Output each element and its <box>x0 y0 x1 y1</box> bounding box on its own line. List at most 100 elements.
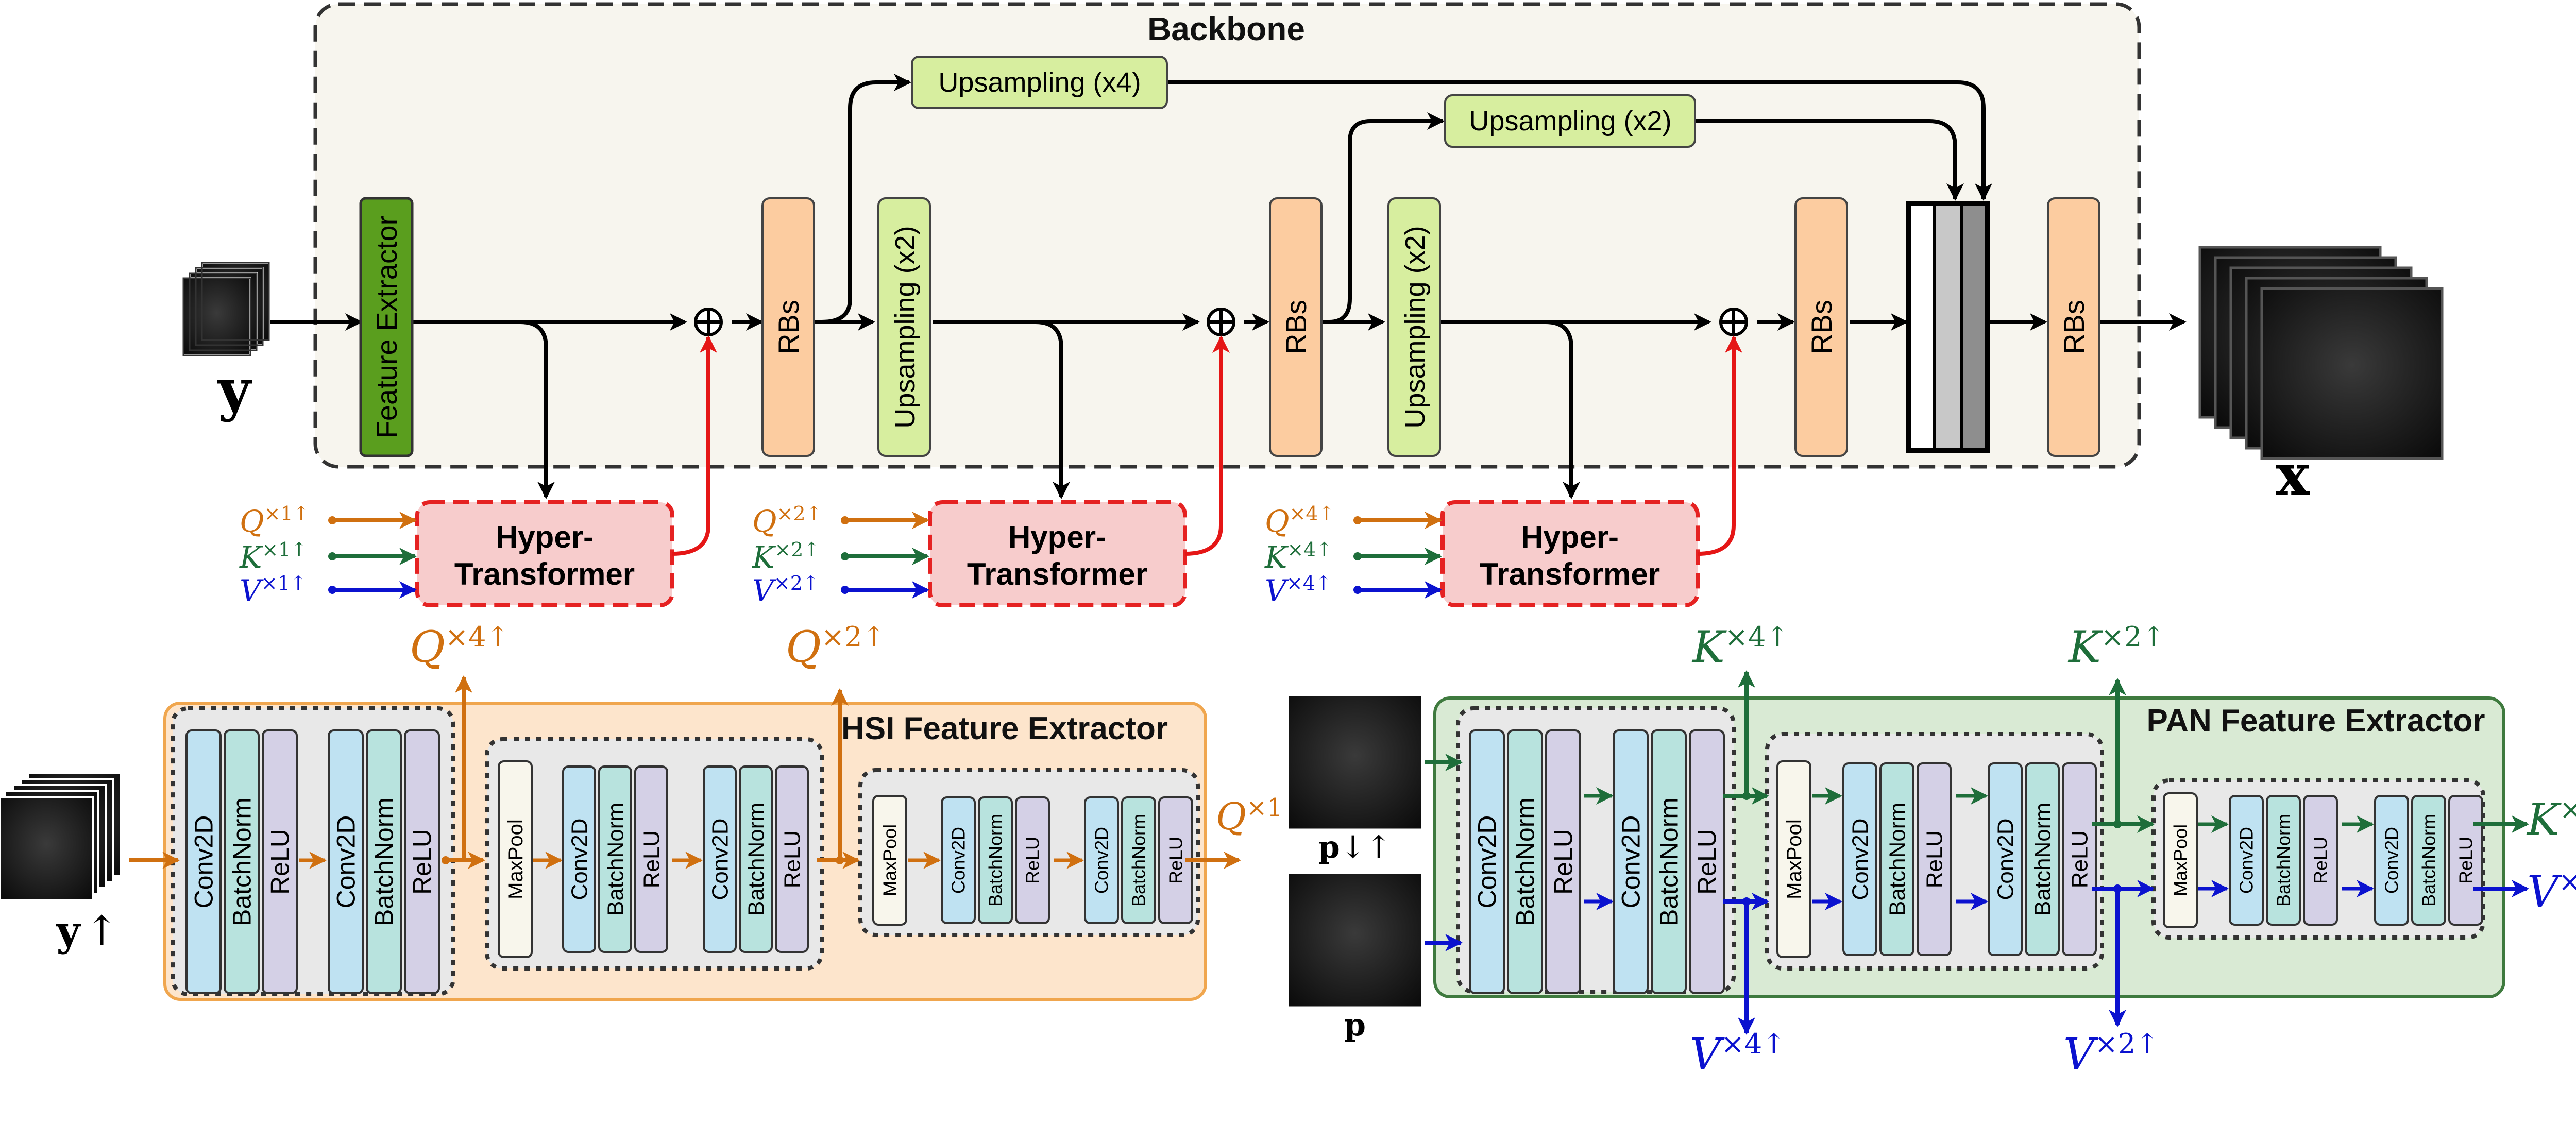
batchnorm-label: BatchNorm <box>1511 797 1540 926</box>
hsi-output-q2: Q×2↑ <box>786 621 886 672</box>
batchnorm-label: BatchNorm <box>1655 797 1684 926</box>
relu-label: ReLU <box>266 829 295 895</box>
output-label-x: x <box>2276 441 2310 508</box>
maxpool-layer: MaxPool <box>872 795 907 926</box>
relu-label: ReLU <box>1693 829 1722 895</box>
maxpool-label: MaxPool <box>2170 824 2191 896</box>
relu-label: ReLU <box>639 830 664 889</box>
conv-layer: Conv2D <box>941 796 976 924</box>
rbs-label-4: RBs <box>2058 300 2090 354</box>
maxpool-label: MaxPool <box>504 819 527 899</box>
conv-label: Conv2D <box>1993 819 2018 900</box>
relu-layer: ReLU <box>2303 795 2338 926</box>
rbs-block-2 <box>1269 197 1323 457</box>
relu-layer: ReLU <box>404 729 440 994</box>
relu-label: ReLU <box>1549 829 1578 895</box>
conv-layer: Conv2D <box>703 765 737 953</box>
hyper-transformer-output-arrow <box>672 335 717 556</box>
conv-label: Conv2D <box>1091 827 1112 894</box>
conv-layer: Conv2D <box>2229 795 2264 926</box>
upsampling-x2-block-top <box>1444 94 1696 148</box>
backbone-region <box>313 2 2141 469</box>
conv-layer: Conv2D <box>1842 762 1877 956</box>
relu-label: ReLU <box>1165 837 1187 884</box>
batchnorm-layer: BatchNorm <box>1507 729 1543 994</box>
pan-output-v4: V×4↑ <box>1690 1028 1786 1079</box>
batchnorm-layer: BatchNorm <box>978 796 1013 924</box>
rbs-label-2: RBs <box>1280 300 1312 354</box>
hyper-transformer-label-line2: Transformer <box>1480 557 1660 591</box>
conv-layer: Conv2D <box>328 729 364 994</box>
hyper-transformer-v-label: V×4↑ <box>1265 572 1332 608</box>
pan-input-image-bottom <box>1287 872 1423 1008</box>
conv-layer: Conv2D <box>1469 729 1505 994</box>
hsi-extractor-title: HSI Feature Extractor <box>841 711 1168 746</box>
batchnorm-layer: BatchNorm <box>1121 796 1156 924</box>
upsampling-x2-label-2: Upsampling (x2) <box>1400 226 1431 428</box>
hyper-transformer-label-line1: Hyper- <box>1521 520 1619 554</box>
relu-layer: ReLU <box>1917 762 1952 956</box>
pan-output-v2: V×2↑ <box>2063 1028 2159 1079</box>
batchnorm-layer: BatchNorm <box>2266 795 2301 926</box>
hyper-transformer-v-label: V×2↑ <box>752 572 819 608</box>
conv-label: Conv2D <box>707 819 733 900</box>
relu-layer: ReLU <box>775 765 809 953</box>
batchnorm-layer: BatchNorm <box>1879 762 1914 956</box>
upsampling-x4-label: Upsampling (x4) <box>938 67 1141 98</box>
sum-node-1 <box>694 308 723 336</box>
relu-label: ReLU <box>2310 837 2331 884</box>
hyper-transformer-q-label: Q×2↑ <box>752 502 822 539</box>
batchnorm-layer: BatchNorm <box>2025 762 2060 956</box>
relu-label: ReLU <box>1922 830 1947 889</box>
maxpool-layer: MaxPool <box>1776 760 1811 958</box>
relu-label: ReLU <box>2455 837 2477 884</box>
maxpool-label: MaxPool <box>1783 819 1806 899</box>
maxpool-label: MaxPool <box>879 824 901 896</box>
conv-layer: Conv2D <box>1613 729 1649 994</box>
hyper-transformer-label-line2: Transformer <box>454 557 635 591</box>
hyper-transformer-k-label: K×2↑ <box>752 538 820 575</box>
pan-output-v1: V×1↑ <box>2527 865 2576 917</box>
relu-layer: ReLU <box>2448 795 2483 926</box>
relu-layer: ReLU <box>262 729 298 994</box>
upsampling-x2-block-2 <box>1387 197 1441 457</box>
input-label-y: y <box>217 356 252 423</box>
pan-output-k2: K×2↑ <box>2067 621 2165 672</box>
batchnorm-layer: BatchNorm <box>598 765 632 953</box>
maxpool-layer: MaxPool <box>498 760 533 958</box>
maxpool-layer: MaxPool <box>2163 792 2198 928</box>
pan-input-label-top: p↓↑ <box>1318 829 1392 865</box>
conv-label: Conv2D <box>2381 827 2402 894</box>
concatenation-block <box>1906 201 1990 453</box>
relu-layer: ReLU <box>2062 762 2097 956</box>
conv-layer: Conv2D <box>1988 762 2023 956</box>
conv-layer: Conv2D <box>562 765 596 953</box>
relu-layer: ReLU <box>1158 796 1193 924</box>
batchnorm-label: BatchNorm <box>1885 803 1910 916</box>
hyper-transformer-k-label: K×4↑ <box>1264 538 1332 575</box>
hyper-transformer-label-line2: Transformer <box>967 557 1147 591</box>
relu-layer: ReLU <box>1689 729 1725 994</box>
conv-layer: Conv2D <box>2374 795 2409 926</box>
sum-node-2 <box>1207 308 1235 336</box>
conv-layer: Conv2D <box>185 729 222 994</box>
batchnorm-label: BatchNorm <box>603 803 628 916</box>
batchnorm-layer: BatchNorm <box>1651 729 1687 994</box>
hsi-input-image-stack <box>0 772 122 901</box>
pan-output-k1: K×1↑ <box>2526 793 2576 845</box>
rbs-block-3 <box>1794 197 1848 457</box>
relu-layer: ReLU <box>634 765 668 953</box>
backbone-title: Backbone <box>1147 10 1305 47</box>
upsampling-x2-label-top: Upsampling (x2) <box>1469 106 1671 137</box>
conv-layer: Conv2D <box>1084 796 1119 924</box>
batchnorm-label: BatchNorm <box>2418 814 2439 907</box>
hyper-transformer-v-label: V×1↑ <box>240 572 307 608</box>
batchnorm-label: BatchNorm <box>985 814 1006 907</box>
rbs-block-4 <box>2047 197 2100 457</box>
conv-label: Conv2D <box>567 819 592 900</box>
output-image-stack-x <box>2198 246 2444 460</box>
